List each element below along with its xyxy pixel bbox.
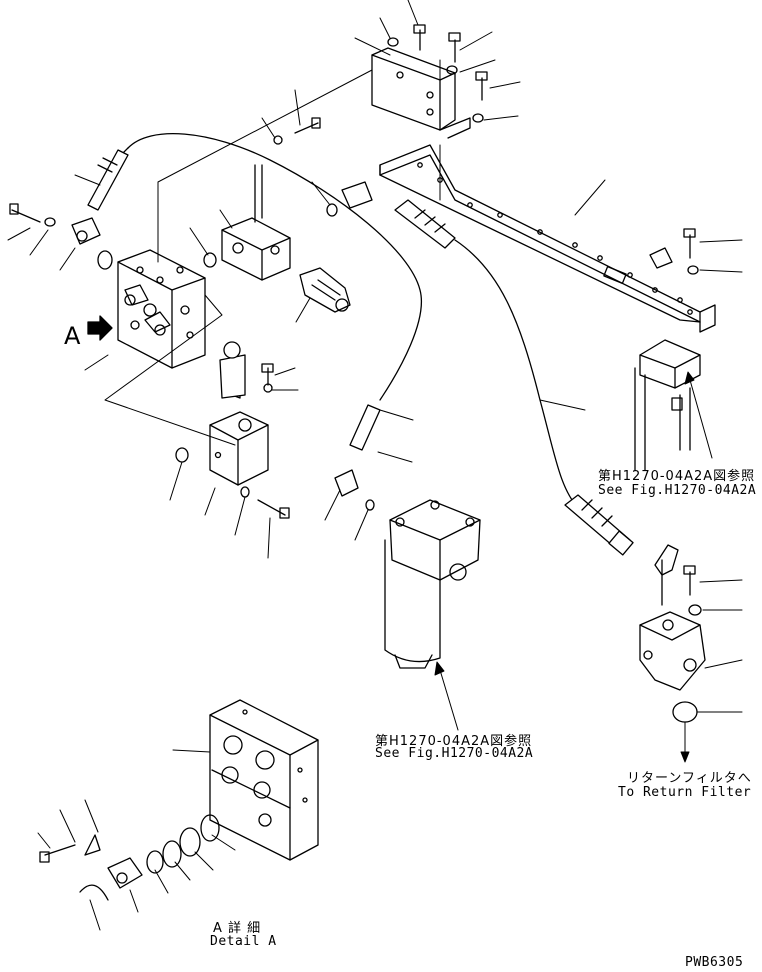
detail-a-block bbox=[79, 699, 319, 901]
return-block bbox=[639, 611, 706, 691]
ref-upper-en: See Fig.H1270-04A2A bbox=[598, 483, 757, 498]
detail-a-en: Detail A bbox=[210, 934, 277, 949]
hose-fittings bbox=[87, 149, 634, 556]
view-arrow-a bbox=[87, 315, 113, 341]
valve-manifold bbox=[117, 249, 206, 369]
line-filter bbox=[384, 499, 481, 669]
drawing-number: PWB6305 bbox=[685, 955, 744, 970]
long-plate bbox=[379, 144, 716, 333]
pressure-sensor bbox=[299, 267, 351, 313]
view-label-a: A bbox=[64, 322, 81, 350]
bolts bbox=[9, 24, 696, 863]
ref-lower-jp: 第H1270-04A2A図参照 bbox=[375, 734, 533, 749]
elbow-fittings bbox=[71, 181, 679, 606]
seals-washers bbox=[44, 37, 702, 723]
return-filter-jp: リターンフィルタへ bbox=[627, 771, 752, 786]
reference-arrows bbox=[434, 371, 713, 763]
leader-lines bbox=[7, 0, 743, 931]
detail-a-jp: A 詳 細 bbox=[213, 921, 262, 936]
relief-block bbox=[209, 341, 269, 486]
return-filter-en: To Return Filter bbox=[618, 785, 752, 800]
ref-upper-jp: 第H1270-04A2A図参照 bbox=[598, 469, 756, 484]
support-post bbox=[634, 339, 701, 471]
ref-lower-en: See Fig.H1270-04A2A bbox=[375, 746, 534, 761]
switch-block bbox=[221, 164, 291, 281]
